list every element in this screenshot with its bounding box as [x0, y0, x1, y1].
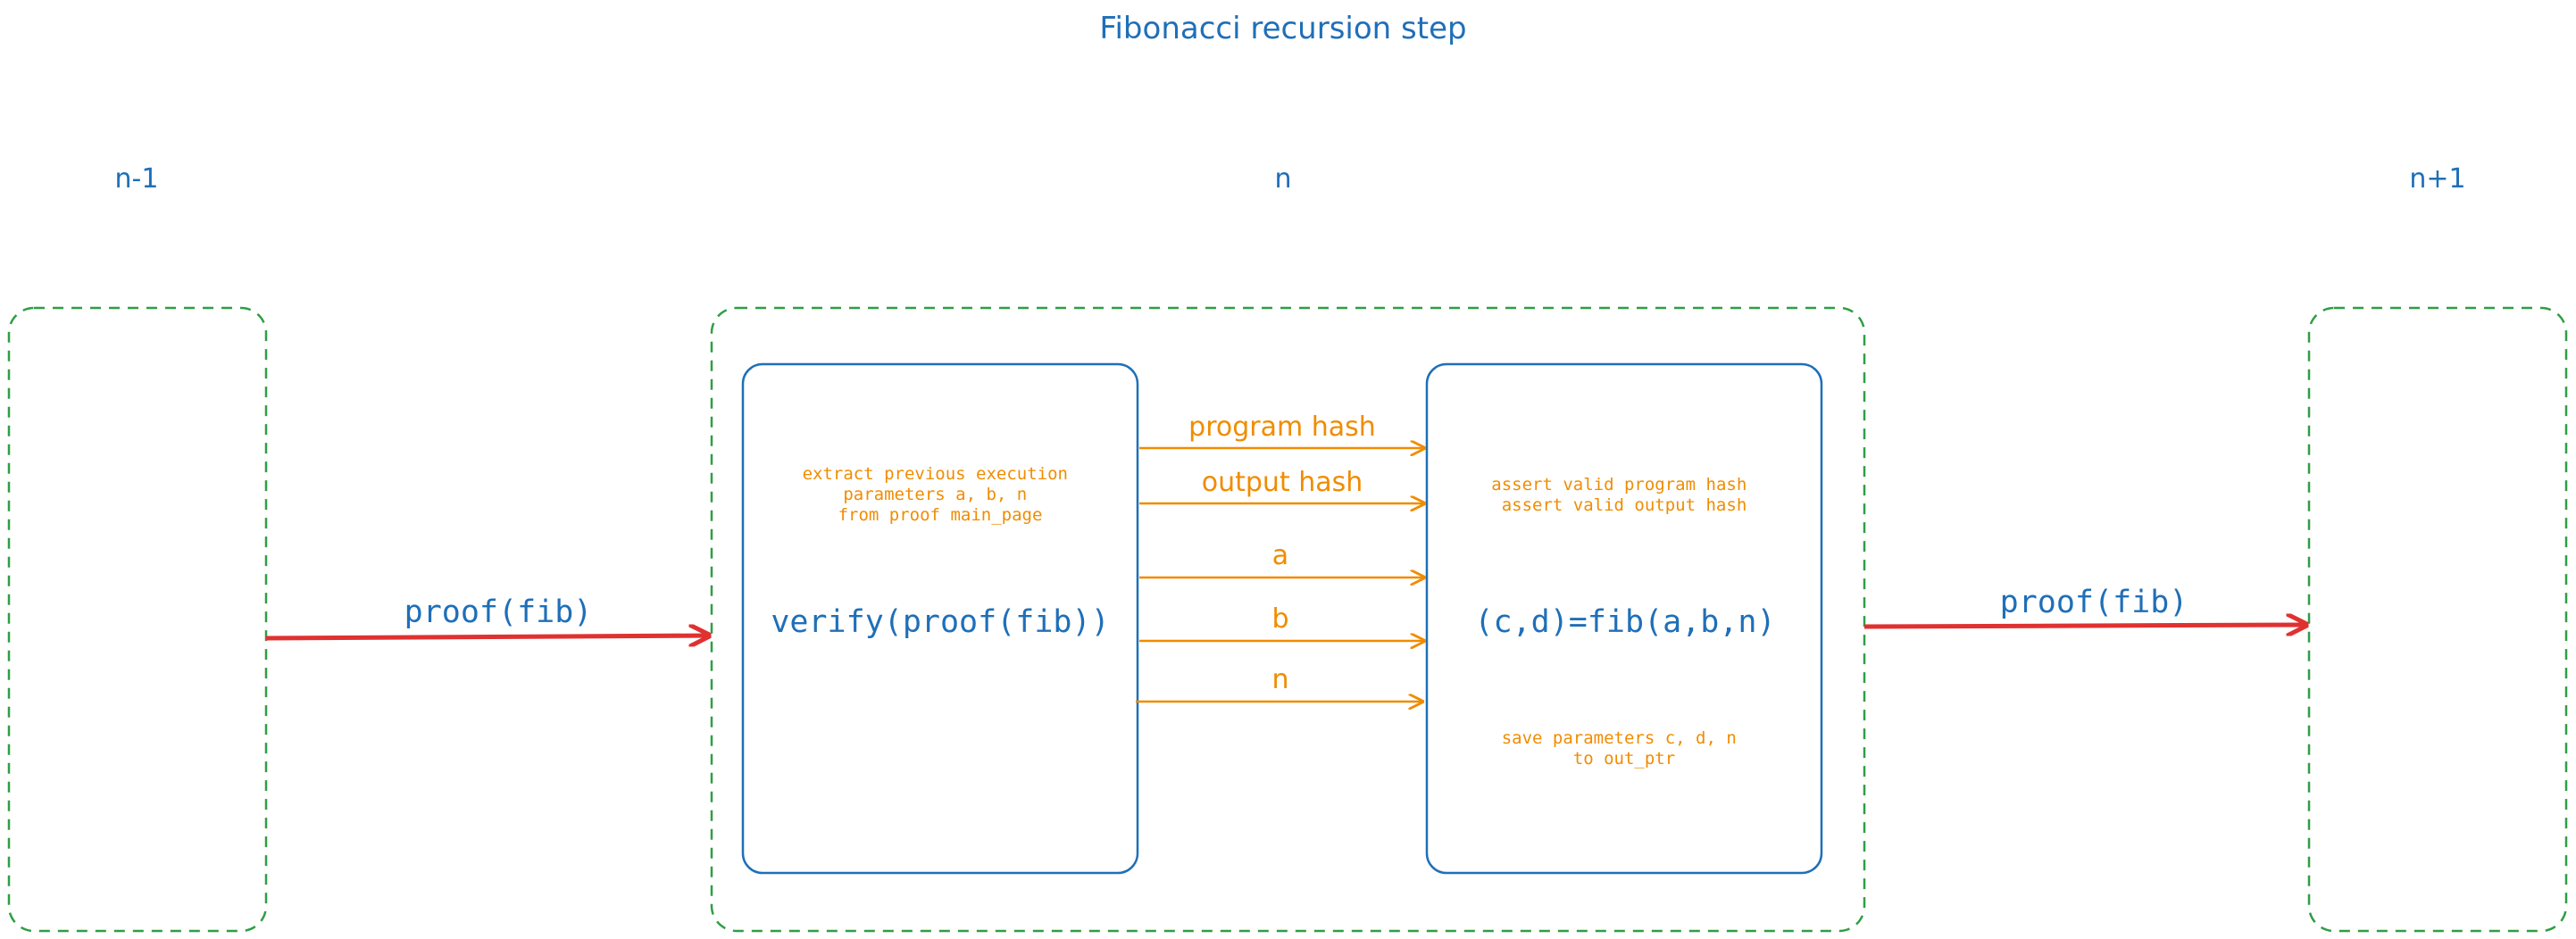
flow-label-b: b	[1271, 603, 1288, 635]
fib-assert-line: assert valid program hash	[1491, 475, 1747, 494]
fib-save-note: save parameters c, d, n to out_ptr	[1502, 728, 1747, 769]
column-label-prev: n-1	[115, 163, 159, 195]
step-container-current	[710, 306, 1866, 933]
column-label-current: n	[1274, 163, 1291, 195]
fib-box	[1425, 362, 1823, 875]
flow-label-n: n	[1271, 664, 1288, 695]
step-container-next	[2307, 306, 2568, 933]
verify-box	[741, 362, 1139, 875]
verify-note-line: extract previous execution	[803, 464, 1068, 484]
verify-main-label: verify(proof(fib))	[771, 604, 1109, 640]
diagram-title: Fibonacci recursion step	[1099, 11, 1466, 46]
fib-main-label: (c,d)=fib(a,b,n)	[1474, 604, 1775, 640]
fib-save-line: to out_ptr	[1573, 749, 1675, 769]
proof-label-outgoing: proof(fib)	[2000, 585, 2188, 620]
proof-arrow-incoming	[265, 636, 709, 638]
verify-note-line: parameters a, b, n	[843, 485, 1027, 504]
fib-save-line: save parameters c, d, n	[1502, 728, 1737, 748]
verify-note-line: from proof main_page	[838, 505, 1043, 525]
proof-arrow-outgoing	[1863, 625, 2306, 627]
column-label-next: n+1	[2409, 163, 2465, 195]
verify-note: extract previous execution parameters a,…	[803, 464, 1079, 525]
fib-assert-note: assert valid program hash assert valid o…	[1491, 475, 1756, 515]
flow-label-program-hash: program hash	[1188, 411, 1376, 443]
fib-assert-line: assert valid output hash	[1502, 495, 1747, 515]
flow-label-output-hash: output hash	[1202, 467, 1363, 498]
proof-label-incoming: proof(fib)	[404, 594, 593, 630]
step-container-prev	[7, 306, 268, 933]
flow-label-a: a	[1272, 540, 1288, 571]
